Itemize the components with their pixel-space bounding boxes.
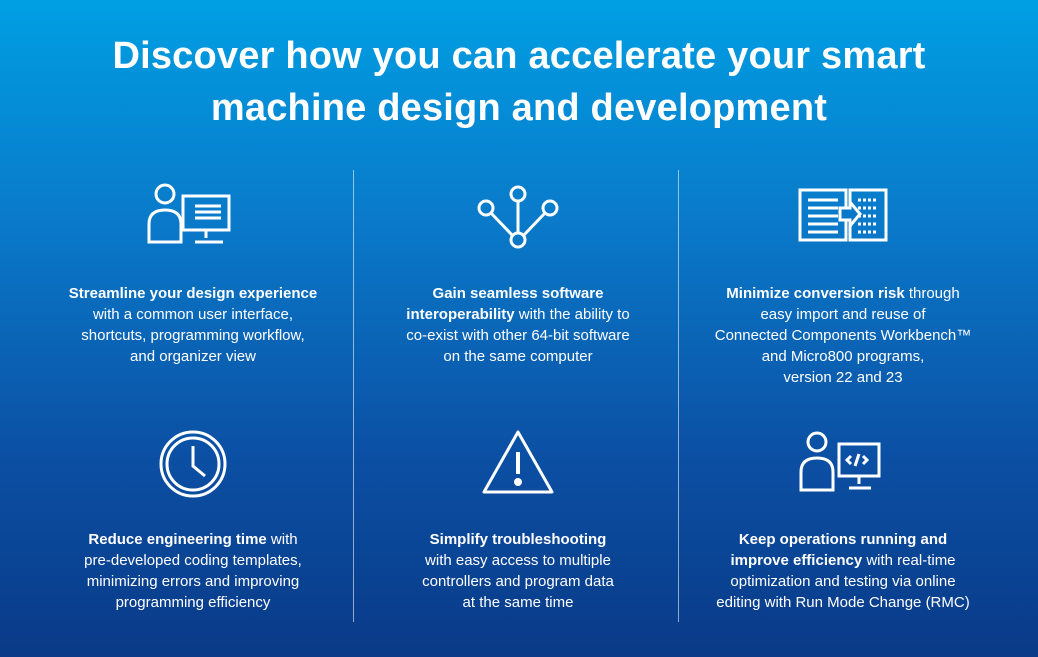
column-divider-1: [353, 170, 354, 622]
feature-text: Reduce engineering time with pre-develop…: [28, 529, 358, 613]
feature-streamline: Streamline your design experience with a…: [28, 180, 358, 380]
clock-icon: [159, 430, 227, 498]
feature-line: co-exist with other 64-bit software: [406, 327, 630, 344]
feature-operations: Keep operations running and improve effi…: [678, 428, 1008, 628]
feature-line: on the same computer: [443, 348, 593, 365]
feature-rest: through: [904, 285, 960, 302]
feature-conversion: Minimize conversion risk through easy im…: [678, 180, 1008, 390]
feature-line: shortcuts, programming workflow,: [81, 327, 305, 344]
feature-text: Streamline your design experience with a…: [28, 283, 358, 367]
feature-line: with a common user interface,: [92, 306, 294, 323]
feature-interoperability: Gain seamless software interoperability …: [353, 180, 683, 380]
warning-triangle-icon: [482, 430, 554, 494]
feature-line: programming efficiency: [115, 594, 271, 611]
title-line-2: machine design and development: [210, 87, 828, 129]
feature-line: Connected Components Workbench™: [714, 327, 972, 344]
feature-line: at the same time: [462, 594, 574, 611]
feature-line: and organizer view: [130, 348, 256, 365]
network-nodes-icon: [477, 185, 559, 249]
feature-text: Simplify troubleshooting with easy acces…: [353, 529, 683, 613]
feature-line: version 22 and 23: [783, 369, 903, 386]
feature-bold: Minimize conversion risk: [726, 285, 905, 302]
feature-bold: Simplify troubleshooting: [429, 531, 607, 548]
feature-bold: Reduce engineering time: [88, 531, 267, 548]
feature-engineering-time: Reduce engineering time with pre-develop…: [28, 428, 358, 628]
document-conversion-icon: [798, 188, 888, 242]
feature-line: easy import and reuse of: [760, 306, 926, 323]
feature-line: pre-developed coding templates,: [84, 552, 302, 569]
feature-bold: improve efficiency: [730, 552, 863, 569]
feature-bold: Streamline your design experience: [68, 285, 318, 302]
feature-bold: Gain seamless software: [432, 285, 604, 302]
feature-text: Keep operations running and improve effi…: [678, 529, 1008, 613]
feature-line: optimization and testing via online: [730, 573, 956, 590]
feature-rest: with: [266, 531, 298, 548]
feature-bold: Keep operations running and: [738, 531, 948, 548]
feature-line: controllers and program data: [422, 573, 614, 590]
feature-line: and Micro800 programs,: [761, 348, 925, 365]
feature-line: editing with Run Mode Change (RMC): [716, 594, 970, 611]
feature-text: Gain seamless software interoperability …: [353, 283, 683, 367]
feature-rest: with the ability to: [514, 306, 630, 323]
title-line-1: Discover how you can accelerate your sma…: [112, 35, 926, 77]
user-code-monitor-icon: [799, 431, 881, 492]
feature-bold: interoperability: [406, 306, 515, 323]
feature-troubleshooting: Simplify troubleshooting with easy acces…: [353, 428, 683, 628]
column-divider-2: [678, 170, 679, 622]
page-title: Discover how you can accelerate your sma…: [0, 30, 1038, 134]
feature-text: Minimize conversion risk through easy im…: [678, 283, 1008, 388]
feature-line: minimizing errors and improving: [86, 573, 300, 590]
user-monitor-icon: [147, 183, 231, 244]
feature-line: with easy access to multiple: [425, 552, 611, 569]
feature-rest: with real-time: [862, 552, 956, 569]
